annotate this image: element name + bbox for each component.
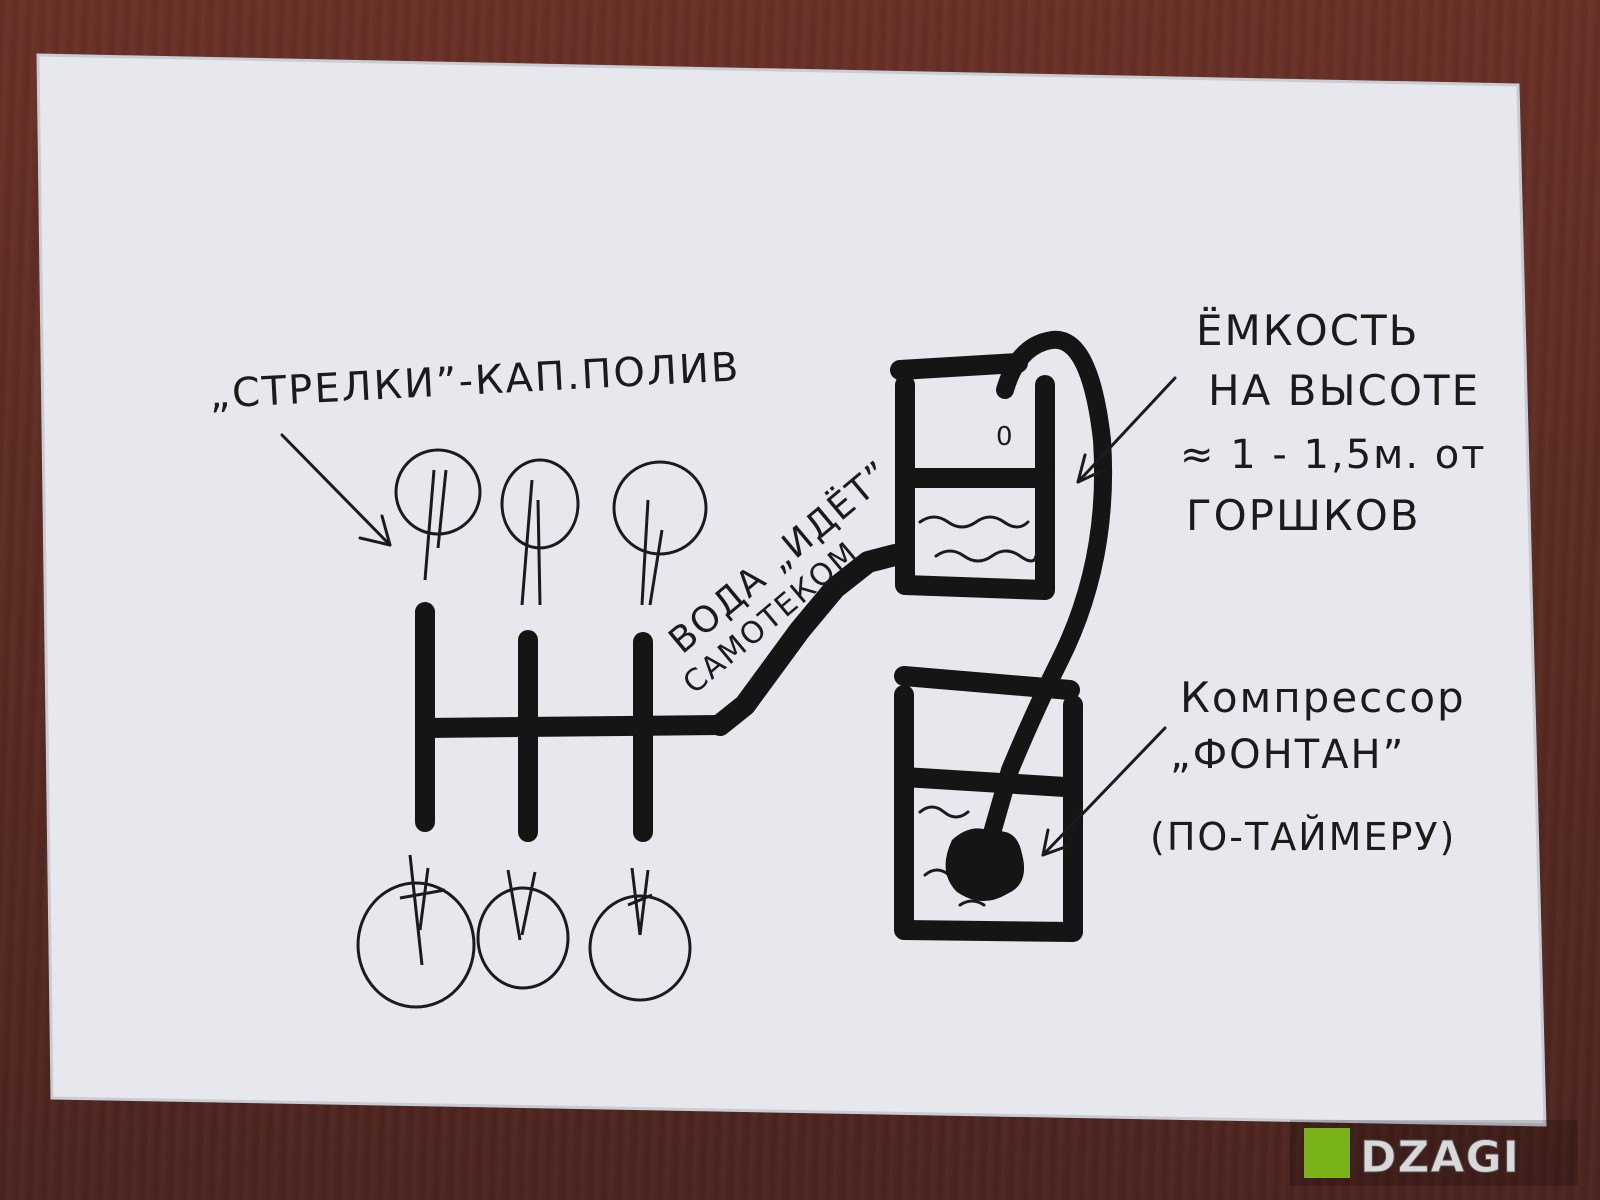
fountain-pump-compressor [945,828,1025,902]
manifold-crossbar [415,715,730,738]
compressor-pointer-arrow [1041,726,1167,857]
tank-pointer-arrow [1076,376,1177,484]
pot-3 [588,867,692,1002]
dzagi-watermark-logo [1290,1120,1578,1186]
watermark-accent [1304,1128,1350,1178]
seedling-3 [612,460,708,606]
tank-label-line3: ≈ 1 - 1,5м. от [1180,432,1487,478]
reservoir-drop-mark: 0 [996,422,1015,452]
seedling-1 [394,448,482,581]
pump-lift-hose [981,330,1113,849]
pot-2 [476,869,570,990]
tank-label-line4: ГОРШКОВ [1186,491,1421,540]
compressor-label-line1: Компрессор [1180,673,1466,722]
label-pointer-arrow [280,433,392,547]
compressor-label-line2: „ФОНТАН” [1170,732,1405,778]
upper-reservoir-tank [890,353,1055,600]
tank-label-line2: НА ВЫСОТЕ [1208,366,1480,415]
paper-shade [36,53,1547,1127]
tank-label-line1: ЁМКОСТЬ [1196,305,1419,355]
paper-sheet [38,55,1545,1125]
gravity-feed-hose [709,544,906,736]
drip-manifold [415,602,730,842]
seedling-2 [500,458,580,606]
watermark-text: DZAGI [1360,1132,1520,1183]
reservoir-water-waves [918,515,1038,563]
pot-1 [356,854,476,1009]
compressor-label-line3: (ПО-ТАЙМЕРУ) [1150,815,1456,859]
